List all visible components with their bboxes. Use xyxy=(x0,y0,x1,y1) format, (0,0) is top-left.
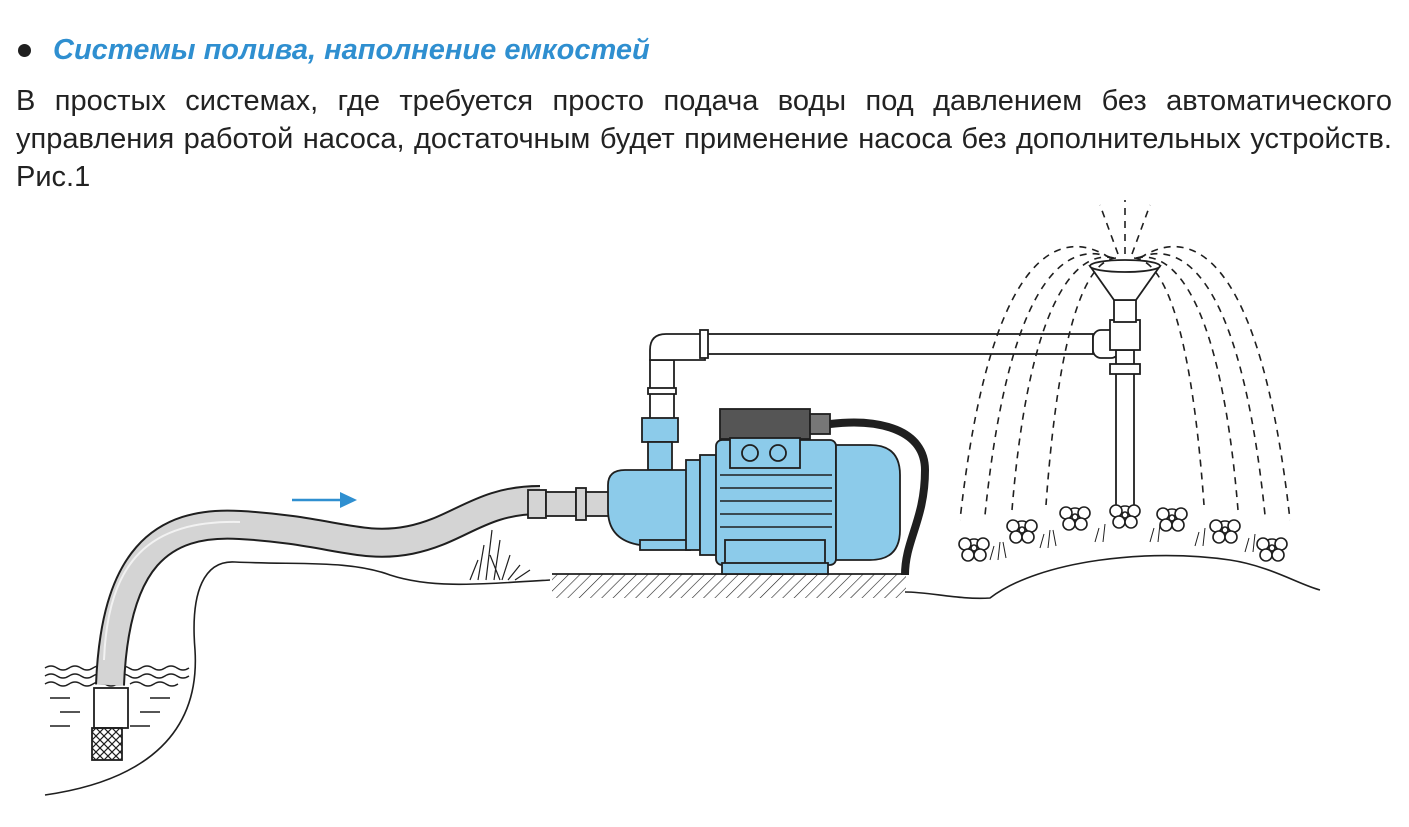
heading-text: Системы полива, наполнение емкостей xyxy=(53,33,650,66)
sprinkler-riser xyxy=(1109,299,1141,511)
hose-fitting xyxy=(527,487,611,521)
ground-lines xyxy=(44,554,1321,796)
power-cable xyxy=(829,418,930,576)
water-spray xyxy=(959,200,1291,521)
foot-valve xyxy=(91,687,129,761)
discharge-pipe xyxy=(647,329,1120,421)
section-heading: Системы полива, наполнение емкостей xyxy=(14,28,650,72)
grass-icon xyxy=(469,529,531,581)
pump-irrigation-illustration xyxy=(44,200,1321,796)
flowers-icon xyxy=(958,504,1288,562)
pump-base xyxy=(552,573,906,598)
sprinkler-head-icon xyxy=(1088,259,1162,301)
flow-arrow-icon xyxy=(292,492,357,508)
description-paragraph: В простых системах, где требуется просто… xyxy=(16,85,1392,193)
pump-icon xyxy=(607,408,901,575)
flowerbed-grass-icon xyxy=(989,523,1256,561)
suction-hose xyxy=(95,485,541,686)
bullet-icon xyxy=(18,43,31,57)
